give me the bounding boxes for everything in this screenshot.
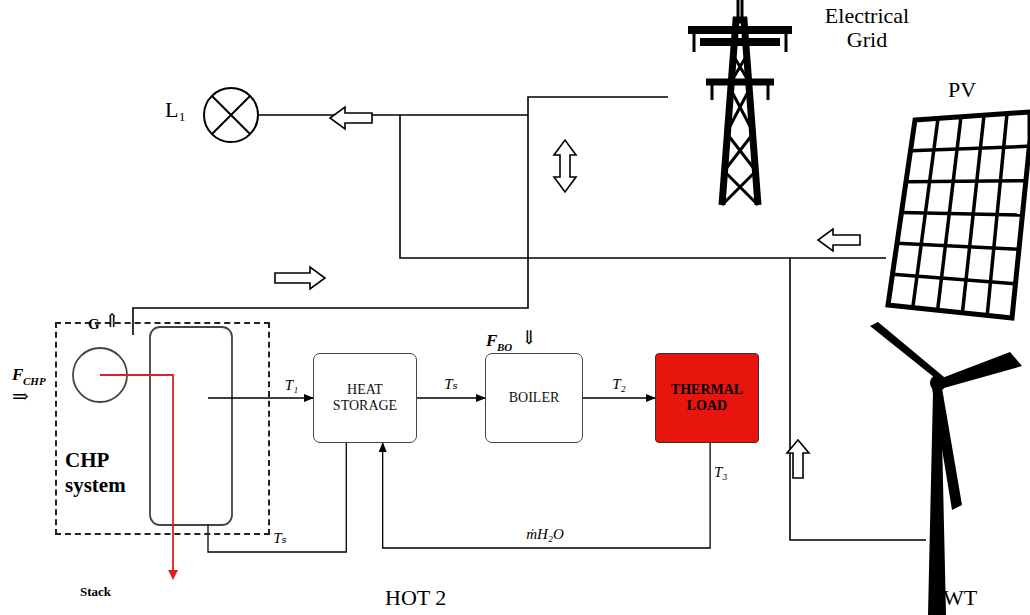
node-text: BOILER [509,390,560,406]
temperature-label: T₃ [714,464,728,481]
pv-label: PV [948,78,976,102]
pylon [688,0,792,205]
flow-arrow: ⇓ [521,328,537,349]
pipe-connector [208,443,346,552]
edge-label: T₂ [610,376,628,393]
flow-arrow: ⇑ [104,311,120,332]
process-box: BOILER [485,353,583,443]
fuel-symbol: F [12,366,23,385]
node-text: CHP system [65,448,147,498]
node-text: HEAT STORAGE [318,382,412,414]
pipe-connector [270,397,313,398]
edge-label: Tₛ [271,530,288,547]
flow-arrows [275,107,860,478]
fuel-subscript: BO [497,341,512,353]
wt-label: WT [943,586,977,610]
pipe-connector [383,443,710,548]
pv-panel [888,112,1030,318]
process-box: HEAT STORAGE [313,353,417,443]
chp-system: CHP system [55,322,270,535]
power-wires [133,97,926,540]
power-symbol: G [88,316,100,333]
pipe-connector [583,397,655,398]
pipe-connector [417,397,485,398]
load-label: L₁ [165,98,186,122]
stack-label: Stack [80,585,111,599]
node-text: THERMAL LOAD [660,382,754,414]
flow-arrow: ⇒ [12,385,29,407]
fuel-symbol: F [486,332,497,351]
load-box: THERMAL LOAD [655,353,759,443]
edge-label: Tₛ [442,376,459,393]
grid-label: Electrical Grid [812,4,922,52]
edge-label: ṁH₂O [524,526,566,543]
wind-turbine [870,322,1022,615]
figure-label: HOT 2 [385,586,446,610]
lamp-symbol [204,88,258,142]
edge-label: T₁ [283,377,301,394]
